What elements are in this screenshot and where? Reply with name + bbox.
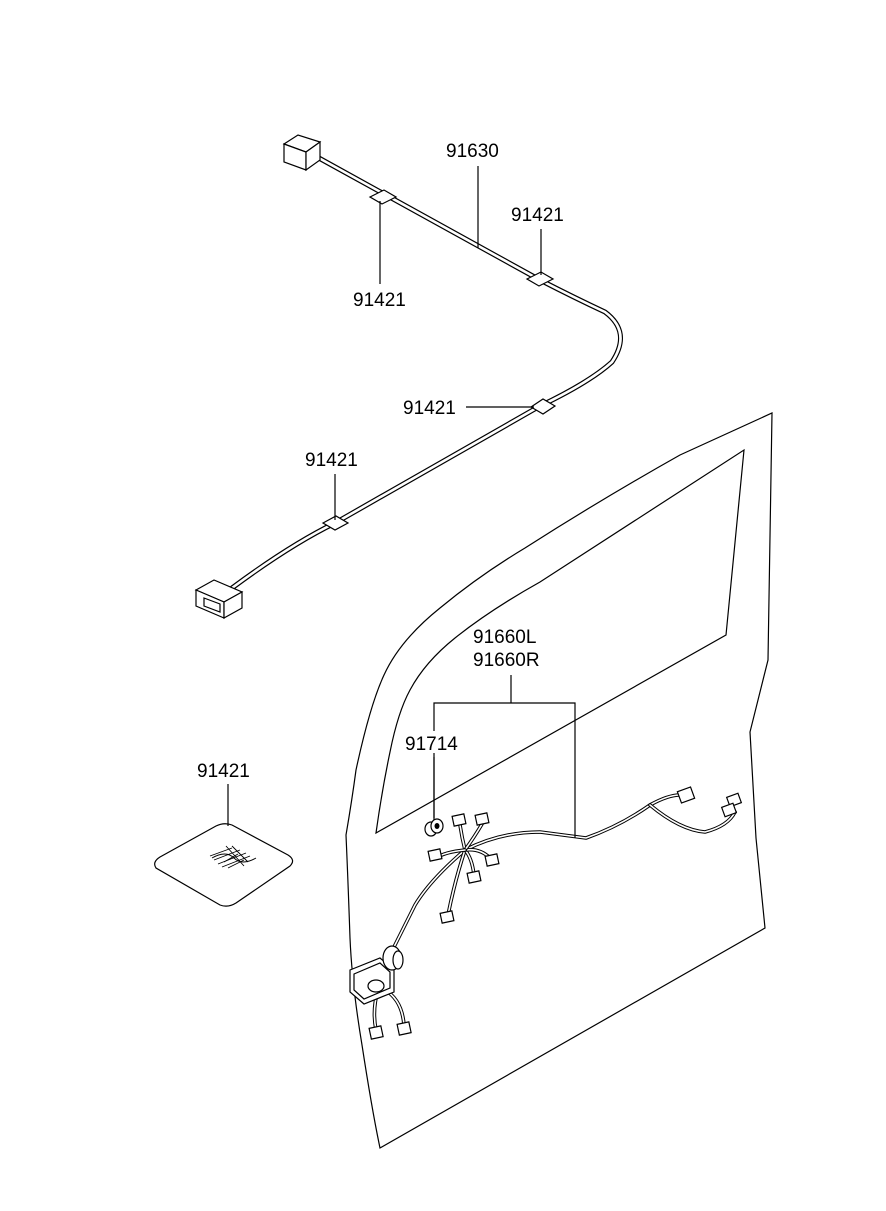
leader-lines-upper xyxy=(334,166,542,520)
wiring-cable-91630 xyxy=(229,149,623,591)
leader-lines-harness xyxy=(433,675,576,838)
label-91421-pad: 91421 xyxy=(197,761,250,782)
label-91421-middle: 91421 xyxy=(403,398,456,419)
pad-91421 xyxy=(154,823,294,907)
door-grommet xyxy=(349,945,404,1005)
label-91421-upper-left: 91421 xyxy=(353,290,406,311)
harness-connectors xyxy=(368,786,743,1040)
grommet-91714 xyxy=(424,818,444,837)
label-91630: 91630 xyxy=(446,141,499,162)
label-91660R: 91660R xyxy=(473,650,540,671)
label-91714: 91714 xyxy=(405,734,458,755)
label-91714-backdrop xyxy=(404,731,468,753)
connector-top xyxy=(282,134,322,172)
label-91421-upper-right: 91421 xyxy=(511,205,564,226)
connector-bottom xyxy=(194,579,244,620)
label-91660L: 91660L xyxy=(473,627,536,648)
door-panel xyxy=(345,412,773,1149)
label-91421-lower: 91421 xyxy=(305,450,358,471)
tape-clips xyxy=(321,189,557,531)
